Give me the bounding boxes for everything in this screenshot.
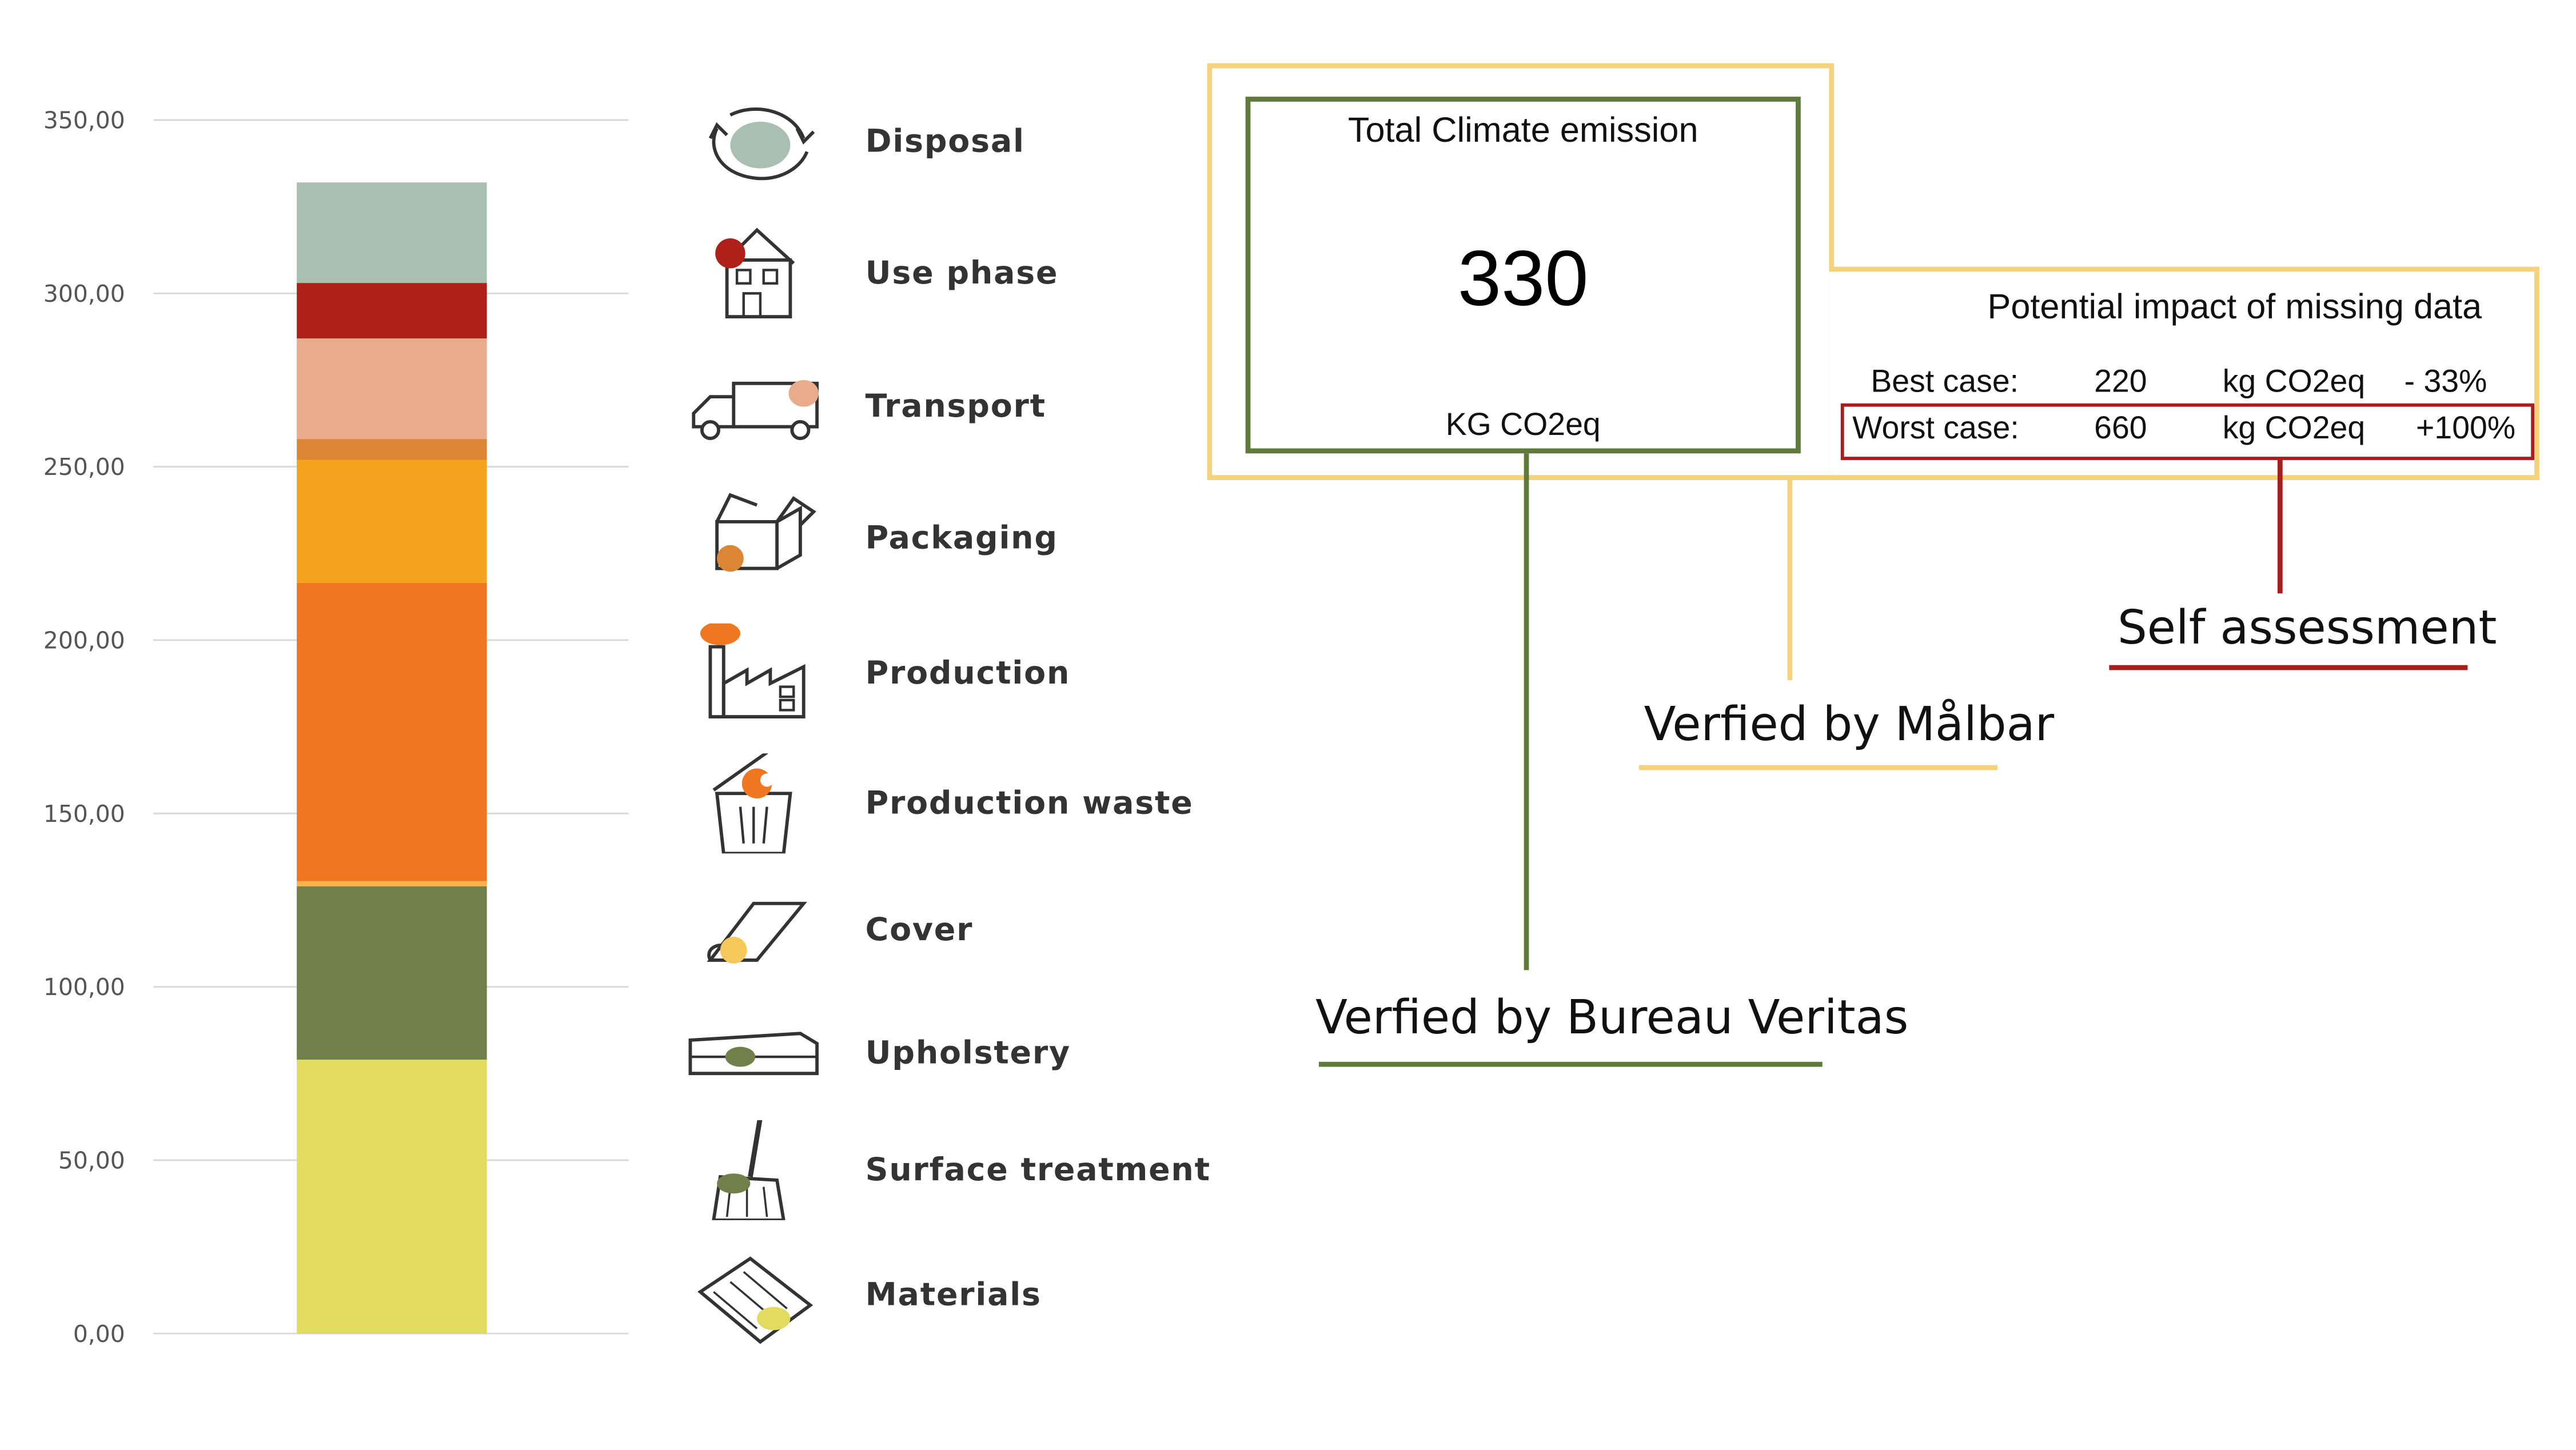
total-emission-unit: KG CO2eq <box>1445 408 1601 444</box>
worst-case-pct: +100% <box>2416 412 2516 447</box>
best-case-row: Best case: 220 kg CO2eq - 33% <box>1841 358 2534 412</box>
legend-label-production: Production <box>865 655 1071 692</box>
y-tick-label: 0,00 <box>73 1320 125 1348</box>
legend-item-production: Production <box>684 623 1217 724</box>
house-icon <box>715 227 795 319</box>
malbar-callout: Verfied by Målbar <box>1644 697 2055 752</box>
legend-label-upholstery: Upholstery <box>865 1035 1071 1072</box>
y-tick-label: 300,00 <box>43 280 125 307</box>
legend-label-cover: Cover <box>865 912 974 949</box>
malbar-connector <box>1787 480 1793 680</box>
malbar-underline <box>1638 765 1997 770</box>
legend-item-production-waste: Production waste <box>684 753 1217 854</box>
bar-segment-production <box>297 582 487 881</box>
legend-item-transport: Transport <box>684 357 1217 457</box>
fabric-roll-icon <box>707 901 807 964</box>
trash-bin-icon <box>712 753 792 854</box>
best-case-unit: kg CO2eq <box>2222 365 2366 400</box>
bureau-veritas-underline <box>1318 1061 1823 1067</box>
best-case-label: Best case: <box>1871 365 2019 400</box>
legend-item-materials: Materials <box>684 1245 1217 1345</box>
self-assessment-underline <box>2109 665 2468 670</box>
recycle-icon <box>708 107 815 181</box>
bar-segment-transport <box>297 439 487 460</box>
y-tick-label: 350,00 <box>43 107 125 134</box>
bureau-veritas-connector <box>1524 453 1529 970</box>
best-case-value: 220 <box>2094 365 2147 400</box>
total-emission-box: Total Climate emission 330 KG CO2eq <box>1245 97 1801 454</box>
legend-item-upholstery: Upholstery <box>684 1004 1217 1104</box>
missing-data-frame <box>1831 266 2539 480</box>
worst-case-highlight <box>1840 403 2535 460</box>
bar-segment-production-waste <box>297 881 487 886</box>
missing-data-title: Potential impact of missing data <box>1987 288 2482 327</box>
worst-case-value: 660 <box>2094 412 2147 447</box>
y-tick-label: 50,00 <box>58 1147 125 1174</box>
y-tick-label: 200,00 <box>43 627 125 654</box>
y-tick-label: 250,00 <box>43 453 125 481</box>
bar-segment-unlabeled <box>297 283 487 339</box>
legend-label-packaging: Packaging <box>865 520 1058 557</box>
foam-icon <box>688 1032 819 1076</box>
legend-label-production-waste: Production waste <box>865 785 1194 822</box>
total-emission-title: Total Climate emission <box>1347 111 1698 150</box>
legend-label-use-phase: Use phase <box>865 255 1059 292</box>
bar-segment-upholstery <box>297 886 487 1060</box>
legend-label-disposal: Disposal <box>865 123 1025 160</box>
y-axis-ticks: 0,00 50,00 100,00 150,00 200,00 250,00 300,00 3… <box>43 107 125 1348</box>
legend-item-use-phase: Use phase <box>684 223 1217 323</box>
worst-case-unit: kg CO2eq <box>2222 412 2366 447</box>
legend-item-disposal: Disposal <box>684 91 1217 191</box>
legend-item-cover: Cover <box>684 880 1217 980</box>
legend-label-materials: Materials <box>865 1277 1042 1314</box>
legend-item-surface-treatment: Surface treatment <box>684 1120 1217 1220</box>
y-tick-label: 100,00 <box>43 973 125 1001</box>
self-assessment-connector <box>2277 460 2283 594</box>
worst-case-row: Worst case: 660 kg CO2eq +100% <box>1841 405 2534 458</box>
truck-icon <box>692 380 819 440</box>
bar-segment-materials <box>297 1059 487 1334</box>
legend-label-transport: Transport <box>865 388 1046 425</box>
y-tick-label: 150,00 <box>43 800 125 828</box>
worst-case-label: Worst case: <box>1852 412 2019 447</box>
bar-segment-packaging <box>297 460 487 583</box>
stacked-bar-chart: 0,00 50,00 100,00 150,00 200,00 250,00 300,00 3… <box>43 107 629 1348</box>
legend-label-surface-treatment: Surface treatment <box>865 1152 1211 1189</box>
total-emission-value: 330 <box>1457 233 1589 322</box>
legend-item-packaging: Packaging <box>684 489 1217 589</box>
self-assessment-callout: Self assessment <box>2117 600 2497 656</box>
bar-segment-use-phase <box>297 338 487 440</box>
brush-icon <box>712 1120 785 1220</box>
factory-icon <box>700 623 806 719</box>
box-icon <box>715 493 816 572</box>
bureau-veritas-callout: Verfied by Bureau Veritas <box>1315 990 1909 1045</box>
wood-plank-icon <box>697 1256 814 1344</box>
best-case-pct: - 33% <box>2404 365 2487 400</box>
stacked-bar <box>297 182 487 1334</box>
bar-segment-disposal <box>297 182 487 283</box>
